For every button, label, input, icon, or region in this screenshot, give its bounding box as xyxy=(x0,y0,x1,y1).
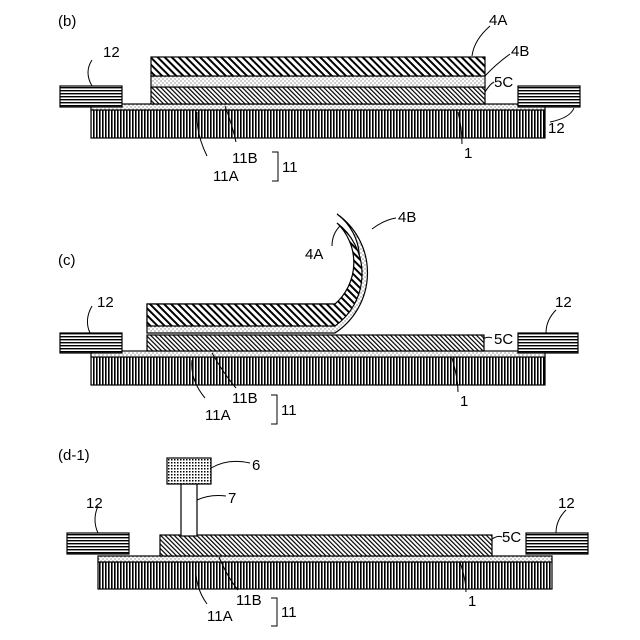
adhesive-layer-11 xyxy=(98,556,552,562)
layer-5c xyxy=(147,335,484,351)
label-12-left: 12 xyxy=(103,44,120,61)
label-11: 11 xyxy=(282,159,298,176)
suction-head-6 xyxy=(167,458,211,484)
frame-12-right xyxy=(518,86,580,107)
panel-d1-tag: (d-1) xyxy=(58,447,90,464)
substrate-1 xyxy=(98,562,552,589)
leader-12-right xyxy=(556,510,566,533)
bracket-11 xyxy=(271,395,277,424)
label-7: 7 xyxy=(228,490,236,507)
label-12-right: 12 xyxy=(548,120,565,137)
label-11b: 11B xyxy=(236,592,262,609)
label-11b: 11B xyxy=(232,150,258,167)
bracket-11 xyxy=(272,152,278,181)
leader-4b xyxy=(485,54,510,76)
layer-5c xyxy=(160,535,492,556)
frame-12-left xyxy=(60,86,122,107)
panel-b-tag: (b) xyxy=(58,13,76,30)
leader-5c xyxy=(492,536,502,539)
label-11: 11 xyxy=(281,604,297,621)
panel-d1: (d-1) 6 7 5C 12 12 1 11B 11A 11 xyxy=(58,447,588,626)
label-1: 1 xyxy=(464,145,472,162)
leader-6 xyxy=(211,461,250,468)
substrate-1 xyxy=(91,110,545,138)
label-1: 1 xyxy=(460,393,468,410)
leader-12-left xyxy=(88,60,92,86)
adhesive-layer-11 xyxy=(91,104,545,110)
frame-12-right xyxy=(518,333,578,353)
label-12-left: 12 xyxy=(97,294,114,311)
frame-12-left xyxy=(60,333,122,353)
leader-12-left xyxy=(87,306,92,333)
layer-5c xyxy=(151,87,485,104)
label-5c: 5C xyxy=(494,74,513,91)
label-4a: 4A xyxy=(489,12,507,29)
label-4b: 4B xyxy=(511,43,529,60)
leader-5c xyxy=(485,82,494,92)
layer-4a-peeled xyxy=(147,223,362,326)
frame-12-right xyxy=(526,533,588,554)
substrate-1 xyxy=(91,357,545,385)
label-4b: 4B xyxy=(398,209,416,226)
label-11a: 11A xyxy=(205,407,231,424)
label-12-left: 12 xyxy=(86,495,103,512)
panel-b: (b) 4A 4B 5C 12 12 1 11B 11A 11 xyxy=(58,12,580,185)
panel-c: (c) 4B 4A 5C 12 12 1 11B 11A 11 xyxy=(58,209,578,424)
label-12-right: 12 xyxy=(558,495,575,512)
layer-4a xyxy=(151,57,485,76)
bracket-11 xyxy=(271,598,277,626)
label-4a: 4A xyxy=(305,246,323,263)
layer-4b xyxy=(151,76,485,87)
label-11: 11 xyxy=(281,402,297,419)
leader-12-right xyxy=(546,310,556,333)
frame-12-left xyxy=(67,533,129,554)
label-1: 1 xyxy=(468,593,476,610)
adhesive-layer-11 xyxy=(91,351,545,357)
leader-4a xyxy=(332,226,340,246)
label-11b: 11B xyxy=(232,390,258,407)
leader-7 xyxy=(197,496,226,501)
label-6: 6 xyxy=(252,457,260,474)
label-12-right: 12 xyxy=(555,294,572,311)
panel-c-tag: (c) xyxy=(58,252,76,269)
label-5c: 5C xyxy=(502,529,521,546)
leader-4a xyxy=(472,26,490,56)
label-11a: 11A xyxy=(213,168,239,185)
leader-4b xyxy=(372,218,396,229)
label-5c: 5C xyxy=(494,331,513,348)
rod-7 xyxy=(181,484,197,536)
label-11a: 11A xyxy=(207,608,233,625)
